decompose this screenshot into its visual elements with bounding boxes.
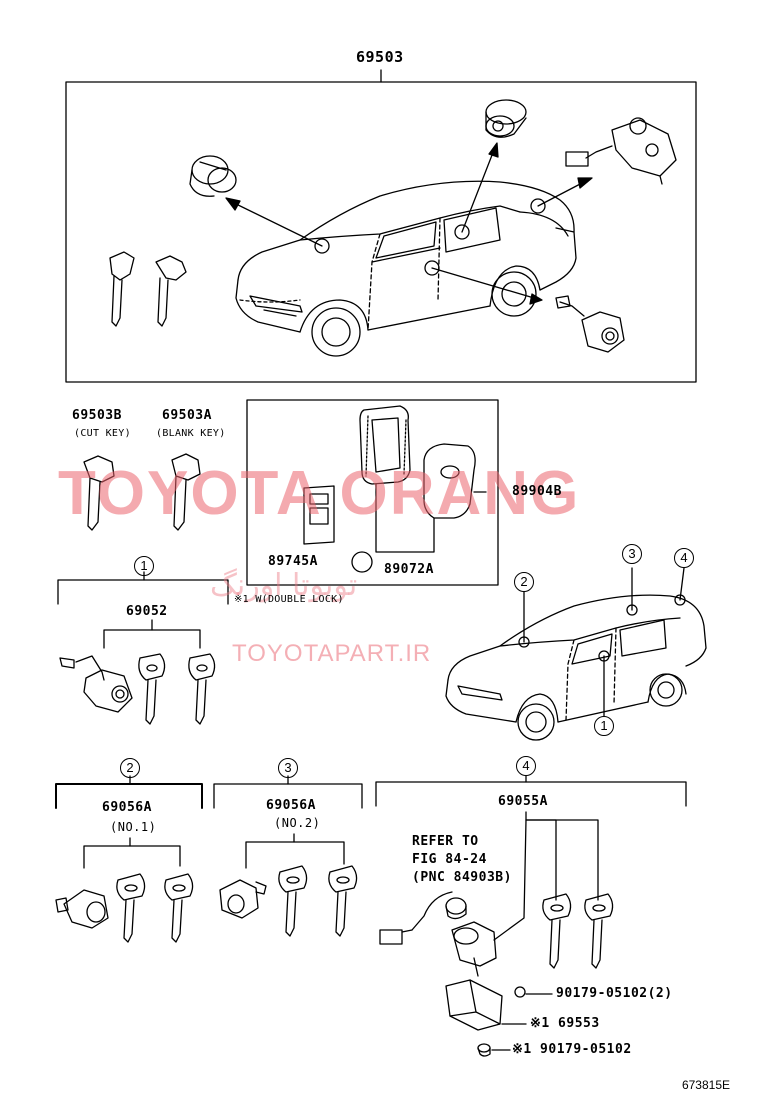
- watermark-site: TOYOTAPART.IR: [232, 640, 432, 667]
- label-cut-key-desc: (CUT KEY): [74, 428, 131, 439]
- cylinder-top-center: [485, 99, 527, 138]
- label-set2-no: (NO.1): [110, 820, 157, 834]
- label-refer-line3: (PNC 84903B): [412, 870, 512, 885]
- label-cover-part: ※1 69553: [530, 1016, 600, 1031]
- cylinder-top-right-lower: [555, 295, 625, 353]
- figure-code: 673815E: [681, 1078, 730, 1092]
- label-blank-key-part: 69503A: [162, 408, 212, 423]
- callout-2-group: 2: [120, 758, 140, 778]
- keys-cut-blank: [83, 453, 201, 531]
- watermark-brand: TOYOTA ORANG: [58, 459, 581, 528]
- label-transmitter-part: 89072A: [384, 562, 434, 577]
- car-illustration-right: [445, 567, 707, 741]
- top-assembly-box: [65, 69, 697, 383]
- label-case-part: 89904B: [512, 484, 562, 499]
- callout-4-car: 4: [674, 548, 694, 568]
- ignition-top-right: [565, 117, 677, 185]
- label-set1-part: 69052: [126, 604, 168, 619]
- car-illustration-top: [235, 180, 577, 357]
- group3-parts: [219, 865, 358, 937]
- group1-bracket: [57, 571, 229, 649]
- group3-bracket: [213, 775, 363, 869]
- callout-3-car: 3: [622, 544, 642, 564]
- group4-parts: [379, 891, 614, 1057]
- label-refer-line2: FIG 84-24: [412, 852, 487, 867]
- arrows-top: [225, 142, 593, 305]
- callout-3-group: 3: [278, 758, 298, 778]
- label-top-assembly: 69503: [356, 48, 404, 66]
- keys-top: [109, 251, 187, 327]
- label-set3-no: (NO.2): [274, 816, 321, 830]
- callout-2-car: 2: [514, 572, 534, 592]
- label-set4-part: 69055A: [498, 794, 548, 809]
- label-set2-part: 69056A: [102, 800, 152, 815]
- watermark-persian: تویوتا اورنگ: [210, 568, 358, 603]
- transmitter-box: [246, 399, 499, 586]
- label-double-lock-note: ※1 W(DOUBLE LOCK): [234, 594, 344, 605]
- label-screw-single: ※1 90179-05102: [512, 1042, 632, 1057]
- label-blank-key-desc: (BLANK KEY): [156, 428, 226, 439]
- group2-parts: [55, 873, 194, 943]
- label-refer-line1: REFER TO: [412, 834, 479, 849]
- callout-4-group: 4: [516, 756, 536, 776]
- label-battery-part: 89745A: [268, 554, 318, 569]
- label-screw-qty: 90179-05102(2): [556, 986, 673, 1001]
- label-set3-part: 69056A: [266, 798, 316, 813]
- callout-1-car: 1: [594, 716, 614, 736]
- group2-bracket: [55, 775, 203, 869]
- group1-parts: [59, 653, 216, 725]
- group4-bracket: [375, 775, 687, 941]
- callout-1-left: 1: [134, 556, 154, 576]
- cylinder-top-left: [189, 155, 237, 197]
- label-cut-key-part: 69503B: [72, 408, 122, 423]
